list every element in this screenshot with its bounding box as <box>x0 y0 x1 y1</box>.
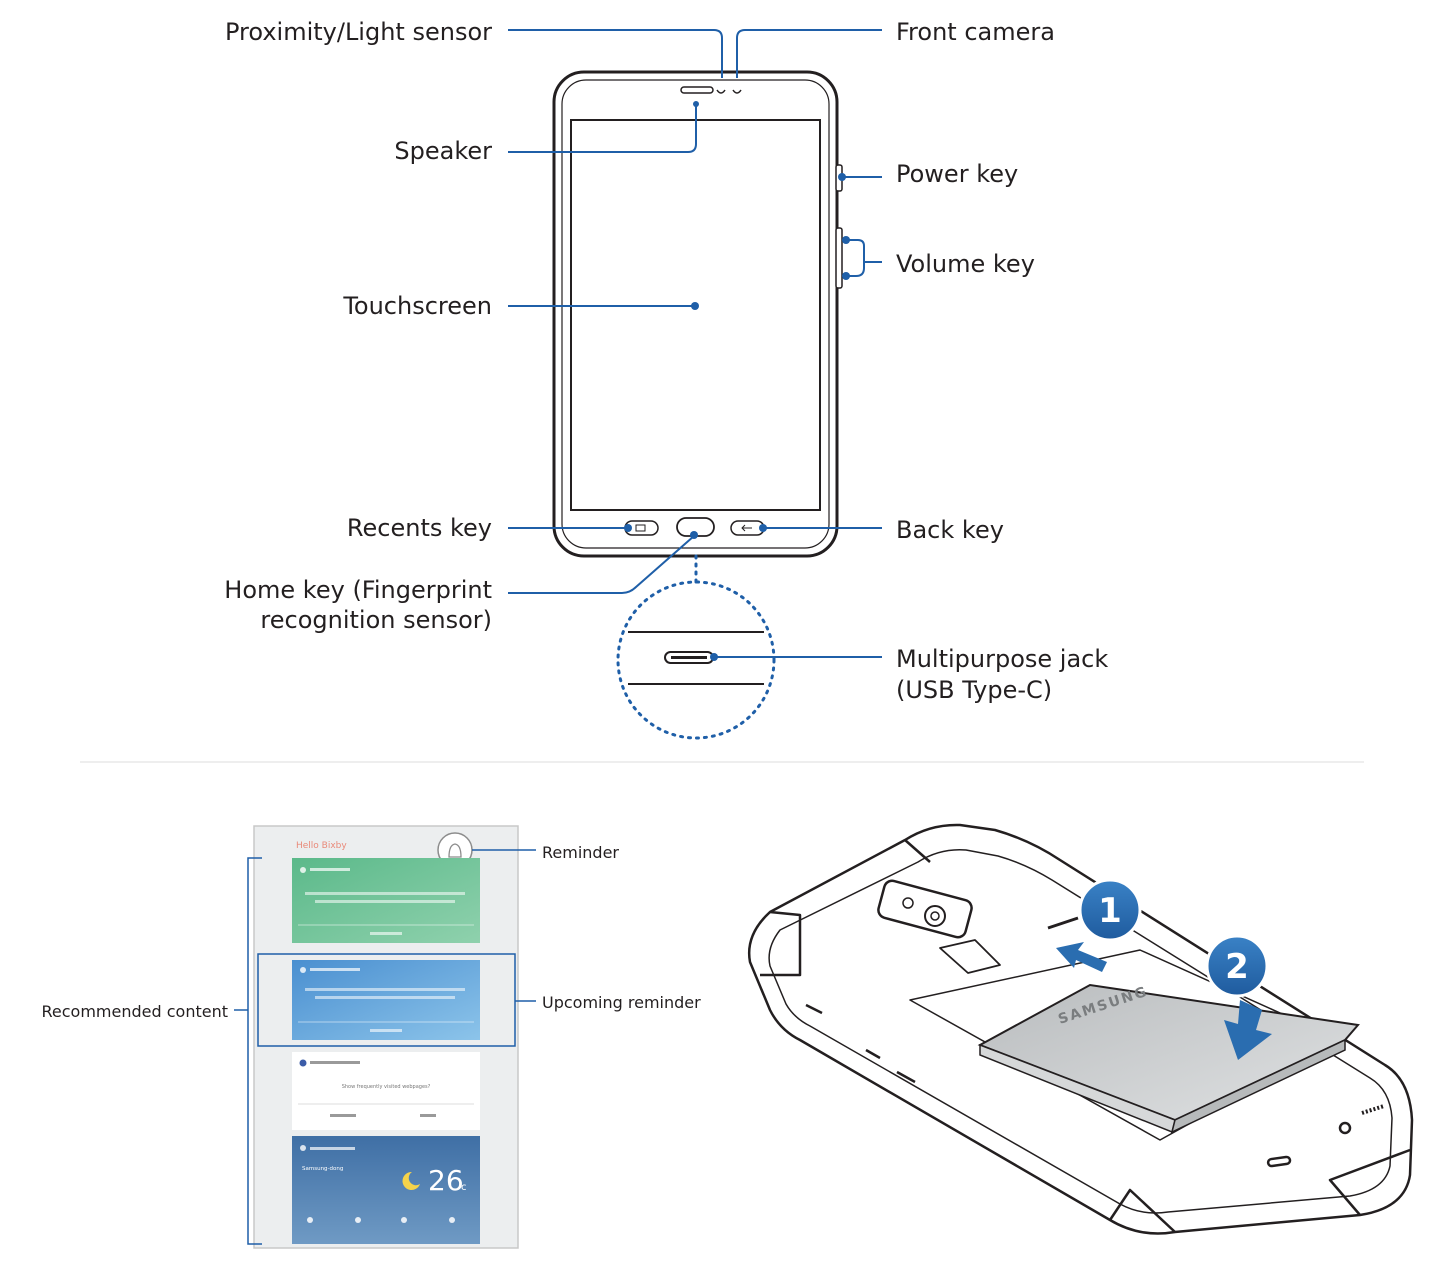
card-upcoming-reminder <box>292 960 480 1040</box>
svg-text:1: 1 <box>1098 891 1122 931</box>
label-reminder: Reminder <box>542 843 619 862</box>
bixby-diagram: Hello Bixby <box>42 825 701 1249</box>
weather-temperature: 26 <box>428 1164 464 1197</box>
label-jack-line2: (USB Type-C) <box>896 676 1052 704</box>
card-weather: Samsung-dong 26 c <box>292 1136 480 1244</box>
front-diagram: Proximity/Light sensor Front camera Spea… <box>224 18 1108 740</box>
card-my-schedule <box>292 858 480 943</box>
label-touchscreen: Touchscreen <box>342 292 492 320</box>
card-visited-text: Show frequently visited webpages? <box>342 1084 431 1090</box>
label-jack-line1: Multipurpose jack <box>896 645 1108 673</box>
down-arrow-icon <box>1224 1000 1272 1060</box>
label-proximity-sensor: Proximity/Light sensor <box>225 18 492 46</box>
weather-city: Samsung-dong <box>302 1166 343 1172</box>
label-back-key: Back key <box>896 516 1004 544</box>
card-visited-webpages: Show frequently visited webpages? <box>292 1052 480 1130</box>
svg-text:2: 2 <box>1225 947 1249 987</box>
label-volume-key: Volume key <box>896 250 1035 278</box>
label-recents-key: Recents key <box>347 514 492 542</box>
tablet-front-illustration <box>552 70 843 558</box>
label-upcoming-reminder: Upcoming reminder <box>542 993 701 1012</box>
moon-icon <box>402 1171 420 1190</box>
label-power-key: Power key <box>896 160 1018 188</box>
tablet-back-illustration <box>747 823 1414 1235</box>
weather-unit: c <box>461 1182 467 1193</box>
label-home-key-line2: recognition sensor) <box>260 606 492 634</box>
label-recommended-content: Recommended content <box>42 1002 228 1021</box>
battery-pack: SAMSUNG <box>977 984 1360 1134</box>
jack-zoom-circle <box>616 554 776 740</box>
step-1-marker: 1 <box>1078 878 1142 942</box>
leader-dots <box>624 101 850 661</box>
leader-lines <box>508 29 882 658</box>
label-front-camera: Front camera <box>896 18 1055 46</box>
battery-diagram: SAMSUNG 1 2 <box>747 823 1414 1235</box>
bixby-leader-lines <box>234 849 536 1245</box>
label-home-key-line1: Home key (Fingerprint <box>224 576 492 604</box>
upcoming-highlight-box <box>257 953 516 1047</box>
step-2-marker: 2 <box>1205 934 1269 998</box>
label-speaker: Speaker <box>394 137 492 165</box>
insert-arrow-icon <box>1056 942 1107 972</box>
bixby-greeting: Hello Bixby <box>296 841 347 851</box>
